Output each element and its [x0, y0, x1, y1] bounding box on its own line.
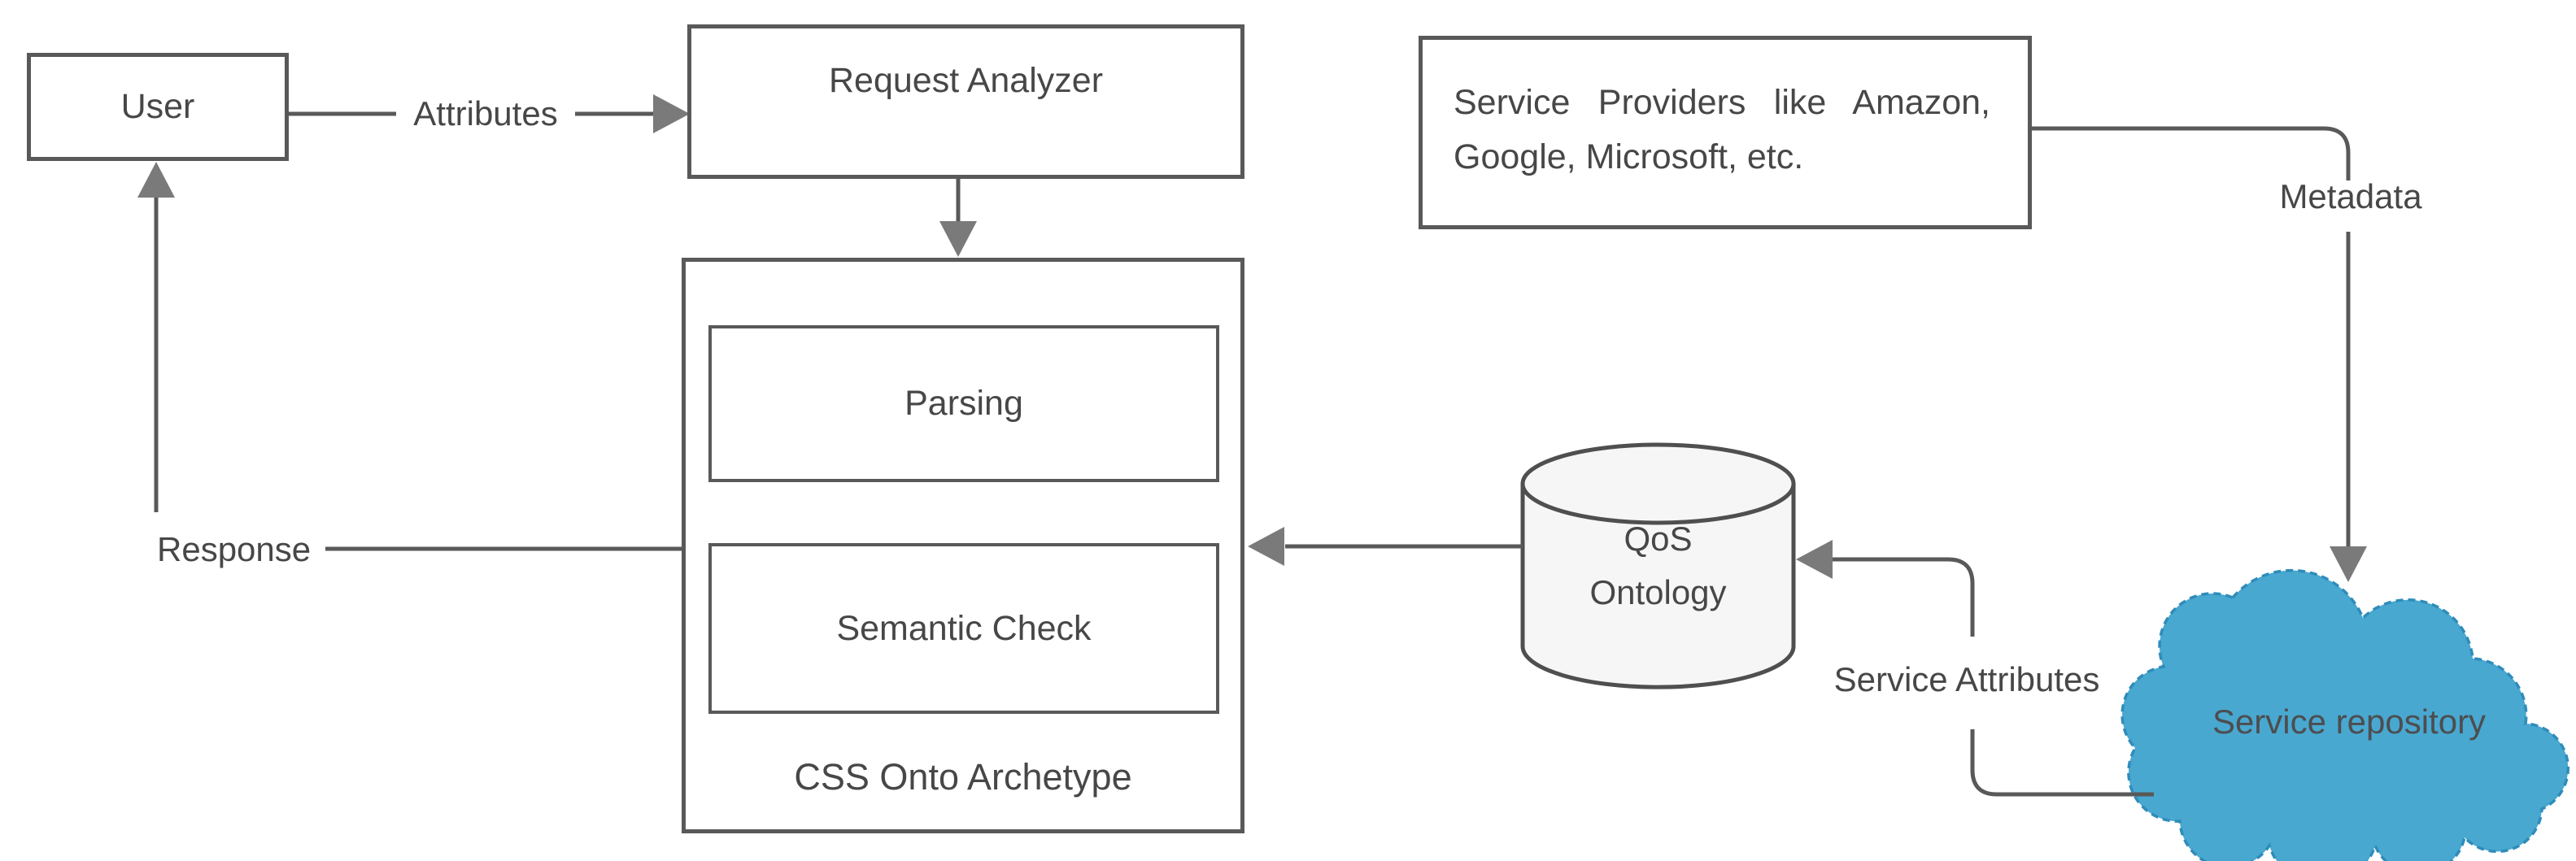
service-repository-cloud [2121, 568, 2569, 861]
qos-ontology-cylinder-top [1520, 442, 1796, 525]
edge-label-attributes: Attributes [413, 94, 558, 133]
node-parsing-label: Parsing [904, 384, 1023, 423]
edge-metadata-line-top [2024, 126, 2351, 180]
edge-service-attributes-arrowhead [1796, 540, 1833, 579]
edge-qos-to-cssonto-arrowhead [1248, 527, 1284, 566]
node-request-analyzer: Request Analyzer [687, 24, 1244, 179]
node-semantic-check: Semantic Check [708, 543, 1219, 714]
node-qos-ontology-line2: Ontology [1589, 573, 1727, 611]
qos-ontology-cylinder-body [1520, 484, 1796, 689]
node-qos-ontology-label: QoS Ontology [1523, 512, 1794, 620]
edge-label-service-attributes: Service Attributes [1833, 660, 2100, 698]
node-service-providers: Service Providers like Amazon, Google, M… [1419, 36, 2032, 229]
edge-label-metadata: Metadata [2279, 177, 2422, 215]
edge-ra-to-cssonto-arrowhead [939, 221, 977, 257]
edge-service-attributes-line-top [1832, 557, 1975, 637]
node-parsing: Parsing [708, 325, 1219, 482]
node-service-providers-line2: Google, Microsoft, etc. [1454, 137, 1804, 176]
edge-metadata-arrowhead [2330, 546, 2367, 582]
edge-attributes-arrowhead [653, 94, 690, 133]
edge-service-attributes-line-bottom [1970, 729, 2154, 797]
edge-label-response: Response [157, 530, 312, 568]
node-user: User [27, 53, 289, 161]
node-service-repository-label: Service repository [2212, 702, 2487, 741]
node-user-label: User [120, 87, 195, 126]
node-semantic-check-label: Semantic Check [836, 608, 1092, 648]
edge-response-arrowhead [137, 162, 175, 198]
node-service-providers-line1: Service Providers like Amazon, [1454, 83, 1990, 122]
node-request-analyzer-label: Request Analyzer [828, 60, 1104, 100]
node-css-onto-archetype-label: CSS Onto Archetype [794, 756, 1132, 798]
node-qos-ontology-line1: QoS [1624, 520, 1693, 558]
